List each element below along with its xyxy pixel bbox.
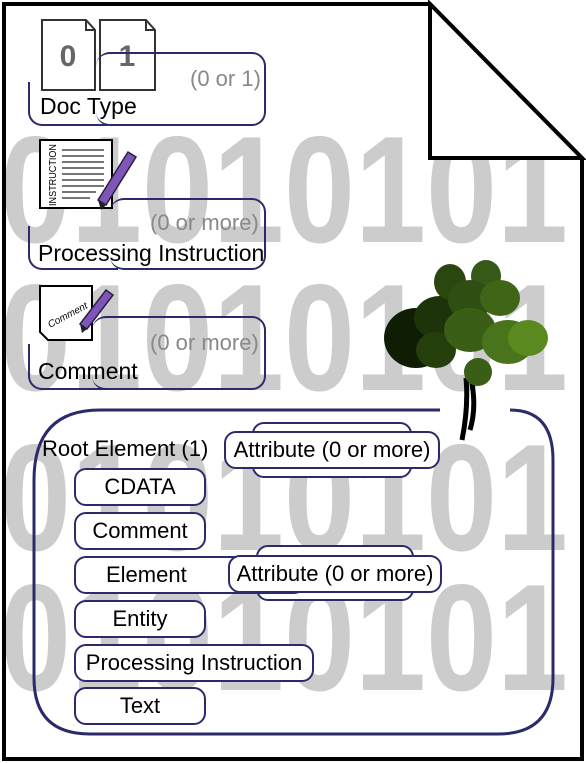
doctype-icons: 0 1 [41, 19, 156, 91]
comment-card-left [28, 344, 108, 390]
doctype-card-left [28, 82, 108, 126]
comment-icon: Comment [39, 285, 115, 341]
doc-one-digit: 1 [119, 40, 136, 73]
doctype-card [96, 52, 266, 126]
child-processing-instruction: Processing Instruction [74, 644, 314, 682]
doctype-count: (0 or 1) [190, 66, 261, 91]
instruction-card-left [28, 226, 118, 270]
root-element-label: Root Element (1) [42, 436, 209, 461]
instruction-icon: INSTRUCTION [39, 139, 138, 210]
child-entity: Entity [74, 600, 206, 638]
root-frame [32, 408, 555, 736]
comment-label: Comment [38, 358, 138, 384]
pen-icon [96, 150, 138, 207]
instruction-count: (0 or more) [150, 210, 259, 235]
root-attribute: Attribute (0 or more) [224, 431, 440, 469]
page-fold [428, 0, 586, 160]
child-text: Text [74, 687, 206, 725]
doc-zero-icon [41, 19, 96, 91]
tree-icon [384, 260, 548, 441]
instruction-card [110, 198, 266, 270]
doc-zero-digit: 0 [60, 40, 77, 73]
comment-count: (0 or more) [150, 330, 259, 355]
doctype-label: Doc Type [40, 93, 137, 119]
child-cdata: CDATA [74, 468, 206, 506]
instruction-icon-label: INSTRUCTION [48, 144, 59, 206]
instruction-label: Processing Instruction [38, 240, 265, 266]
child-element-label: Element [106, 562, 187, 587]
doc-one-icon [99, 19, 156, 91]
child-comment: Comment [74, 512, 206, 550]
element-attribute: Attribute (0 or more) [228, 555, 442, 593]
comment-card [92, 316, 266, 390]
